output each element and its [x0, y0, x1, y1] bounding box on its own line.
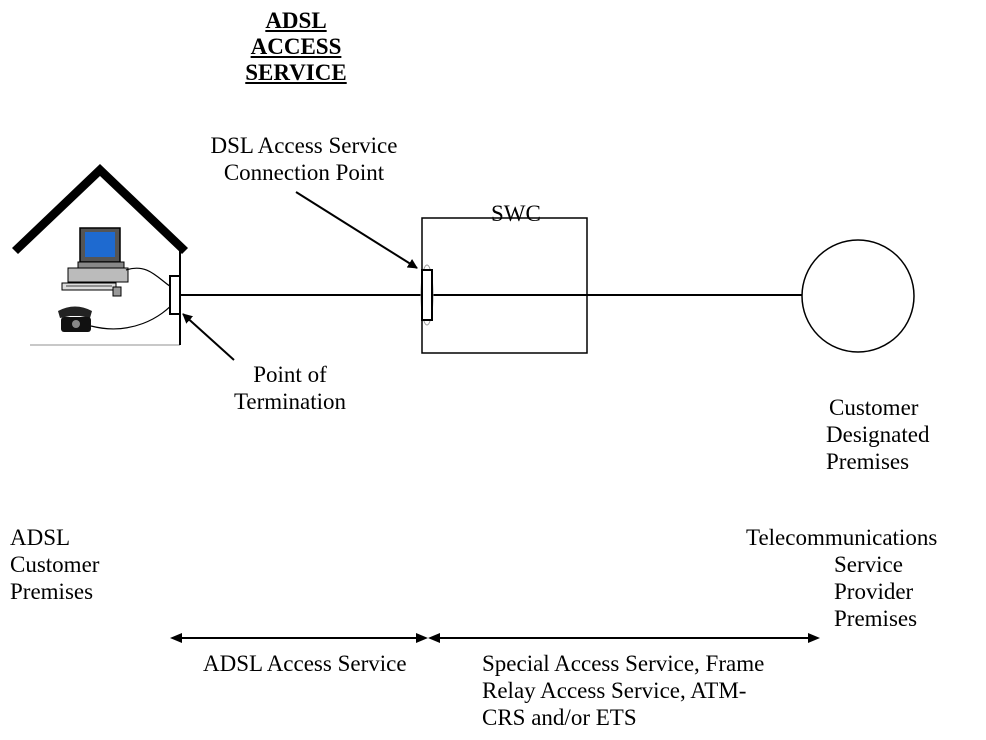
label-line: Customer — [10, 552, 100, 577]
telecom-provider-premises-label: Telecommunications Service Provider Prem… — [746, 524, 937, 632]
adsl-access-service-label: ADSL Access Service — [203, 651, 407, 676]
label-line: Provider — [834, 579, 914, 604]
label-line: DSL Access Service — [210, 133, 398, 158]
customer-designated-premises-label: Customer Designated Premises — [826, 394, 929, 475]
label-line: Point of — [253, 362, 327, 387]
adsl-customer-premises-label: ADSL Customer Premises — [10, 524, 99, 605]
premises-circle — [801, 239, 915, 353]
label-line: Premises — [834, 606, 918, 631]
termination-arrow — [182, 313, 235, 361]
connection-point-jack — [421, 269, 433, 321]
title-line-3: SERVICE — [245, 60, 347, 85]
label-line: Relay Access Service, ATM- — [482, 678, 747, 703]
label-line: Premises — [826, 449, 910, 474]
connection-point-arrow — [295, 191, 418, 269]
adsl-span-arrow — [170, 633, 428, 643]
label-line: Termination — [233, 389, 347, 414]
title-line-1: ADSL — [265, 8, 327, 33]
diagram-title: ADSL ACCESS SERVICE — [226, 8, 366, 86]
computer-icon — [61, 227, 177, 297]
label-line: Customer — [829, 395, 919, 420]
special-access-span-arrow — [428, 633, 820, 643]
telephone-icon — [58, 299, 177, 332]
label-line: ADSL — [10, 525, 71, 550]
label-line: Telecommunications — [746, 525, 938, 550]
label-line: Designated — [826, 422, 930, 447]
termination-jack — [169, 275, 181, 315]
point-of-termination-label: Point of Termination — [210, 361, 370, 415]
label-line: CRS and/or ETS — [482, 705, 637, 730]
label-line: Special Access Service, Frame — [482, 651, 765, 676]
special-access-service-label: Special Access Service, Frame Relay Acce… — [482, 650, 764, 731]
dsl-connection-point-label: DSL Access Service Connection Point — [186, 132, 422, 186]
swc-label: SWC — [491, 201, 541, 226]
label-line: Connection Point — [223, 160, 385, 185]
label-line: Premises — [10, 579, 94, 604]
label-line: Service — [834, 552, 903, 577]
title-line-2: ACCESS — [250, 34, 342, 59]
swc-box — [421, 217, 588, 354]
